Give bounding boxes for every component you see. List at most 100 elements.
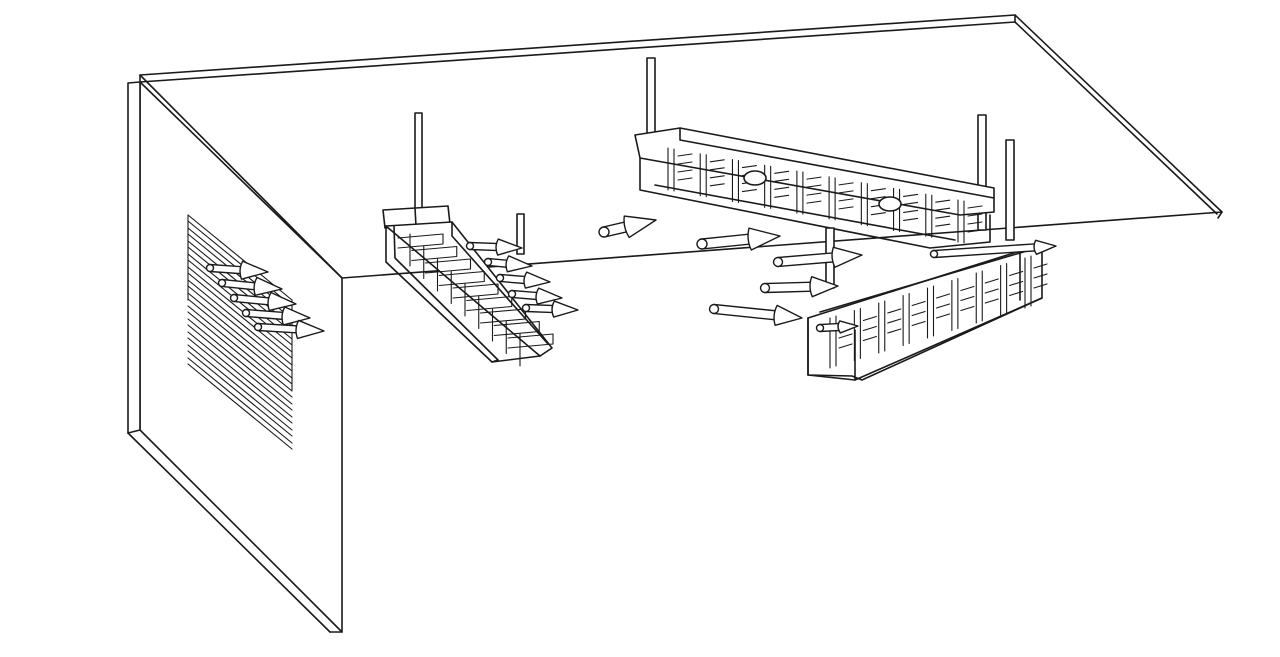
airflow-arrow	[241, 306, 311, 326]
diffuser-blade	[935, 207, 951, 211]
diffuser-blade	[424, 258, 472, 274]
diffuser-blade	[838, 206, 854, 210]
diffuser-blade	[935, 313, 951, 319]
diffuser-blade	[741, 165, 757, 169]
airflow-arrow	[521, 300, 579, 318]
airflow-arrow	[495, 271, 551, 289]
diffuser-blade	[806, 192, 822, 196]
vent-slat	[187, 344, 293, 431]
diffuser-blade	[397, 233, 444, 249]
diffuser-blade	[903, 217, 919, 221]
diffuser-blade	[887, 318, 902, 324]
vent-slat	[187, 331, 293, 418]
diffuser-blade	[507, 333, 554, 349]
diffuser-blade	[838, 190, 854, 194]
diffuser-blade	[967, 213, 983, 217]
vent-slat	[187, 279, 293, 366]
diffuser-blade	[411, 245, 458, 262]
diffuser-blade	[960, 295, 975, 302]
diffuser-blade	[774, 194, 790, 198]
diffuser-blade	[903, 209, 919, 213]
airflow-arrow	[772, 246, 863, 268]
diffuser-blade	[838, 198, 854, 202]
airflow-arrow	[483, 255, 533, 273]
right-lower-ceiling-diffuser	[807, 227, 1048, 381]
diffuser-blade	[806, 176, 822, 180]
diffuser-blade	[862, 325, 877, 332]
diffuser-blade	[870, 212, 886, 216]
vent-slat	[187, 318, 293, 405]
diffuser-blade	[911, 300, 926, 307]
diffuser-blade	[967, 229, 983, 233]
diffuser-blade	[887, 308, 902, 314]
airflow-arrow	[253, 319, 325, 340]
diffuser-blade	[774, 186, 790, 190]
diffuser-blade	[911, 320, 926, 327]
diffuser-blade	[935, 293, 951, 299]
vent-slat	[187, 298, 293, 385]
diffuser-blade	[1009, 280, 1024, 287]
diffuser-blade	[806, 184, 822, 188]
diffuser-blade	[903, 193, 919, 197]
diffuser-blade	[1009, 290, 1024, 297]
diffuser-blade	[709, 183, 725, 187]
diffuser-blade	[967, 205, 983, 209]
vent-slat	[187, 220, 293, 307]
vent-slat	[187, 311, 293, 398]
diffuser-blade	[452, 283, 499, 299]
diffuser-blade	[935, 215, 951, 219]
diffuser-blade	[984, 288, 999, 294]
airflow-arrow	[708, 303, 803, 327]
diffuser-blade	[935, 199, 951, 203]
airflow-arrow	[465, 238, 523, 256]
vent-slat	[187, 305, 293, 392]
diffuser-blade	[862, 335, 877, 342]
diffuser-blade	[984, 278, 999, 284]
diffuser-blade	[438, 270, 485, 287]
diffuser-blade	[838, 182, 854, 186]
vent-slat	[187, 324, 293, 411]
diffuser-blade	[677, 153, 693, 157]
diffuser-blade	[960, 285, 975, 292]
diffuser-blade	[709, 175, 725, 179]
vent-slat	[187, 357, 293, 444]
vent-slat	[187, 272, 293, 359]
diffuser-blade	[935, 303, 951, 309]
diffuser-blade	[960, 305, 975, 312]
diffuser-blade	[677, 169, 693, 173]
wall-vent-grille	[187, 214, 325, 450]
diffuser-blade	[887, 328, 902, 334]
diffuser-blade	[984, 298, 999, 304]
vent-slat	[187, 285, 293, 372]
diffuser-blade	[838, 333, 853, 339]
diffuser-blade	[709, 159, 725, 163]
diffuser-blade	[862, 315, 877, 322]
airflow-arrow	[929, 239, 1057, 259]
vent-slat	[187, 292, 293, 379]
airflow-arrow	[598, 215, 657, 239]
diffuser-blade	[1033, 273, 1048, 279]
vent-slat	[187, 266, 293, 353]
diffuser-blade	[709, 167, 725, 171]
diffuser-blade	[1009, 270, 1024, 277]
airflow-arrow	[507, 287, 563, 305]
airflow-arrow	[696, 227, 781, 251]
diffuser-blade	[741, 189, 757, 193]
vent-slat	[187, 363, 293, 450]
vent-slat	[187, 337, 293, 424]
diffuser-blade	[774, 170, 790, 174]
airflow-arrow	[229, 291, 297, 312]
diffuser-blade	[838, 343, 853, 349]
diffuser-blade	[493, 320, 540, 337]
airflow-arrow	[759, 276, 839, 298]
airflow-arrow	[217, 276, 283, 297]
diffuser-blade	[911, 310, 926, 317]
diffuser-blade	[774, 178, 790, 182]
diffuser-blade	[1033, 263, 1048, 269]
diffuser-blade	[870, 188, 886, 192]
diffuser-blade	[1033, 283, 1048, 289]
diffuser-blade	[903, 201, 919, 205]
diffuser-blade	[935, 223, 951, 227]
diffuser-blade	[806, 200, 822, 204]
